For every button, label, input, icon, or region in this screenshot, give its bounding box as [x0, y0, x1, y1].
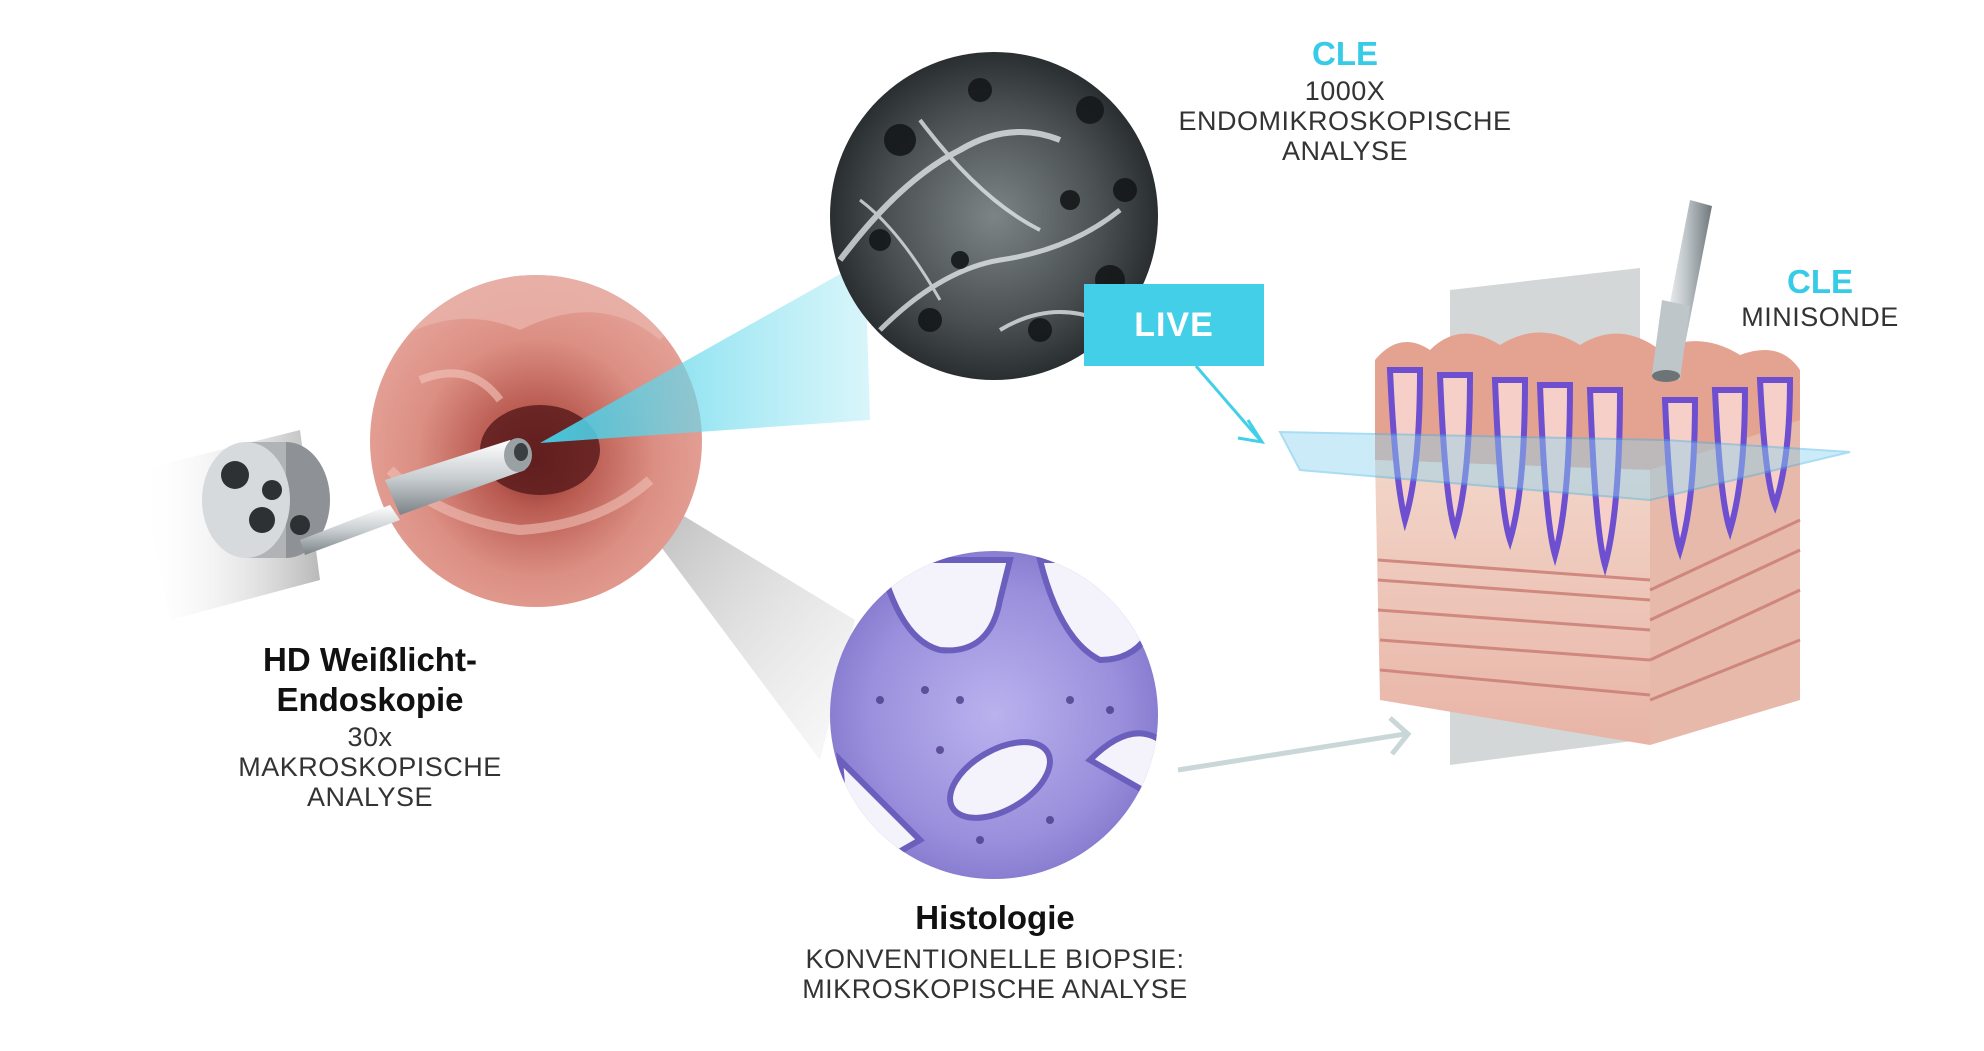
cle-endomicroscopy-label: CLE 1000X ENDOMIKROSKOPISCHE ANALYSE [1120, 34, 1570, 166]
histology-image [830, 551, 1158, 879]
cle-probe-title: CLE [1787, 263, 1853, 300]
cle-minisonde-icon [1652, 200, 1712, 382]
cle-minisonde-label: CLE MINISONDE [1720, 262, 1920, 332]
tissue-block-illustration [1278, 268, 1851, 765]
cle-view-cone [540, 260, 870, 443]
live-arrow [1194, 365, 1266, 445]
cle-top-magnification: 1000X [1304, 76, 1386, 106]
histo-desc-line2: MIKROSKOPISCHE ANALYSE [802, 974, 1188, 1004]
hd-title-line1: HD Weißlicht- [263, 641, 477, 678]
hd-desc-line1: MAKROSKOPISCHE [238, 752, 502, 782]
histo-title: Histologie [915, 899, 1075, 936]
cle-endomicroscopy-image [830, 52, 1158, 380]
cle-top-title: CLE [1312, 35, 1378, 72]
cle-top-desc-line1: ENDOMIKROSKOPISCHE [1178, 106, 1512, 136]
hd-magnification: 30x [347, 722, 393, 752]
histo-desc-line1: KONVENTIONELLE BIOPSIE: [805, 944, 1185, 974]
hd-title-line2: Endoskopie [276, 681, 464, 718]
histology-arrow [1177, 716, 1412, 773]
hd-desc-line2: ANALYSE [306, 782, 434, 812]
live-badge: LIVE [1084, 284, 1264, 366]
cle-top-desc-line2: ANALYSE [1281, 136, 1409, 166]
hd-endoscopy-label: HD Weißlicht- Endoskopie 30x MAKROSKOPIS… [200, 640, 540, 812]
histology-label: Histologie KONVENTIONELLE BIOPSIE: MIKRO… [740, 898, 1250, 1004]
cle-probe-desc: MINISONDE [1741, 302, 1899, 332]
endoscope-icon [202, 438, 532, 558]
